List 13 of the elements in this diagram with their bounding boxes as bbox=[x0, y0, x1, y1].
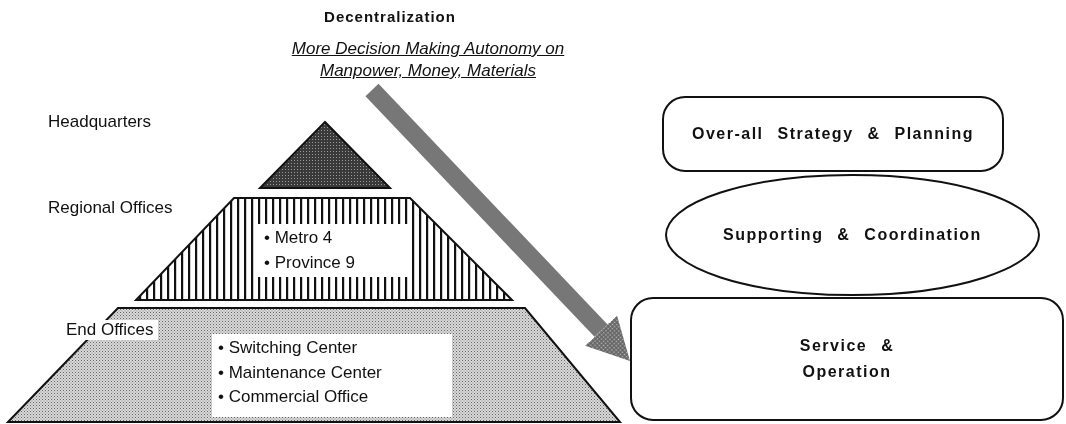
arrow bbox=[365, 83, 630, 361]
box-text: Service & Operation bbox=[798, 336, 896, 382]
subtitle: More Decision Making Autonomy on Manpower, Money, Materials bbox=[290, 38, 566, 83]
box-text: Supporting & Coordination bbox=[722, 224, 983, 245]
list-item: • Maintenance Center bbox=[218, 361, 383, 384]
list-item: • Metro 4 bbox=[264, 227, 334, 249]
list-item: • Switching Center bbox=[218, 337, 359, 359]
list-item: • Commercial Office bbox=[218, 386, 370, 409]
tier-label: Regional Offices bbox=[48, 198, 173, 219]
box-text: Over-all Strategy & Planning bbox=[690, 123, 976, 144]
list-item: • Province 9 bbox=[264, 251, 356, 274]
title: Decentralization bbox=[323, 8, 457, 25]
tier-label: Headquarters bbox=[48, 112, 151, 133]
